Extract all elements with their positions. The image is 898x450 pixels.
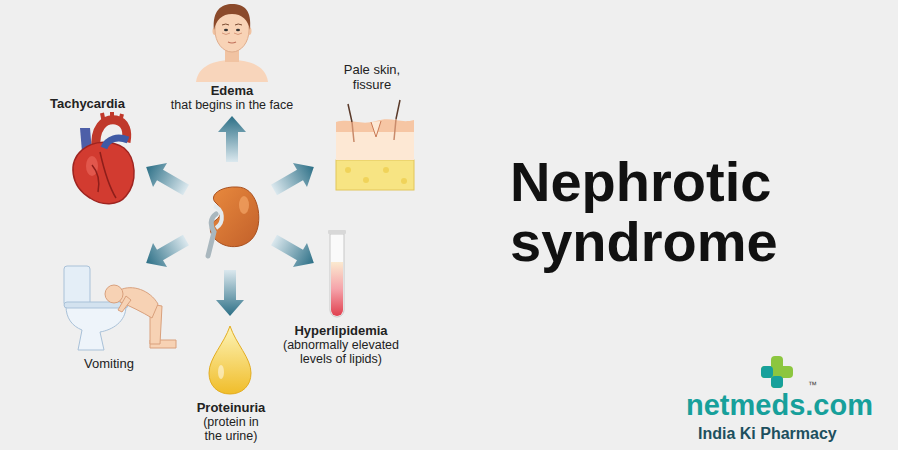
logo-icon: [761, 356, 793, 388]
coronary-line: [92, 152, 116, 198]
symptom-label: Tachycardia: [50, 96, 125, 111]
symptom-label: Hyperlipidemia(abnormally elevated level…: [276, 323, 406, 366]
mouth: [228, 42, 236, 43]
arrow-skin: [267, 155, 321, 202]
trademark: ™: [808, 381, 817, 390]
symptom-name: Proteinuria: [194, 400, 268, 415]
skin-icon: [336, 100, 414, 190]
tube-rim: [328, 230, 346, 234]
person-head: [105, 285, 123, 303]
arrow-vomit: [139, 228, 193, 275]
arrow-shape: [139, 228, 193, 275]
logo-plus-part: [771, 376, 783, 388]
tube-body: [330, 234, 344, 317]
toilet-bowl: [66, 306, 126, 350]
pulmonary-artery: [104, 138, 128, 148]
arrow-down: [216, 270, 244, 316]
puffy-eyelid: [222, 33, 242, 35]
drop: [209, 326, 251, 394]
arrow-lipid: [267, 228, 321, 275]
arrow-shape: [267, 228, 321, 275]
test-tube-icon: [328, 230, 346, 317]
tube-liquid: [331, 262, 343, 316]
fissure: [371, 121, 381, 137]
arrow-heart: [139, 155, 193, 202]
toilet-seat: [64, 302, 128, 308]
symptom-note: (protein in the urine): [194, 415, 268, 443]
fat-dot: [383, 167, 389, 173]
symptom-name: Vomiting: [84, 356, 134, 371]
brand-tagline: India Ki Pharmacy: [698, 426, 837, 442]
fat-dot: [345, 167, 351, 173]
arrow-shape: [216, 270, 244, 316]
hair: [214, 4, 251, 30]
symptom-note: (abnormally elevated levels of lipids): [276, 338, 406, 366]
symptom-label: Pale skin, fissure: [337, 62, 407, 92]
arrow-up: [218, 116, 246, 162]
hair: [348, 100, 400, 122]
symptom-name: Tachycardia: [50, 96, 125, 111]
heart-icon: [73, 112, 134, 204]
symptom-note: that begins in the face: [171, 98, 293, 112]
drop-highlight: [218, 365, 224, 379]
arrow-shape: [218, 116, 246, 162]
hair-follicle: [352, 119, 396, 142]
symptom-label: Proteinuria(protein in the urine): [194, 400, 268, 443]
symptom-name: Hyperlipidemia: [276, 323, 406, 338]
ureter: [208, 214, 216, 256]
symptom-label: Edemathat begins in the face: [171, 83, 293, 112]
arrow-shape: [267, 155, 321, 202]
kidney-highlight: [239, 196, 249, 214]
arrow-shape: [139, 155, 193, 202]
kidney-icon: [208, 187, 259, 256]
eye: [224, 29, 228, 32]
title: Nephrotic syndrome: [510, 152, 810, 272]
logo-plus-part: [761, 366, 773, 378]
eye: [236, 29, 240, 32]
brand-name: netmeds.com: [686, 391, 873, 420]
face-icon: [196, 4, 268, 82]
fat-dot: [401, 178, 407, 184]
vomiting-icon: [64, 266, 176, 350]
toilet-tank: [64, 266, 90, 306]
heart-body: [73, 142, 134, 204]
symptom-name: Edema: [171, 83, 293, 98]
symptom-name: Pale skin, fissure: [337, 62, 407, 92]
fat-layer: [336, 160, 414, 190]
shoulders: [196, 60, 268, 82]
fat-dot: [363, 177, 369, 183]
kidney-body: [210, 187, 258, 247]
brow: [222, 24, 242, 25]
symptom-label: Vomiting: [84, 356, 134, 371]
drop-icon: [209, 326, 251, 394]
